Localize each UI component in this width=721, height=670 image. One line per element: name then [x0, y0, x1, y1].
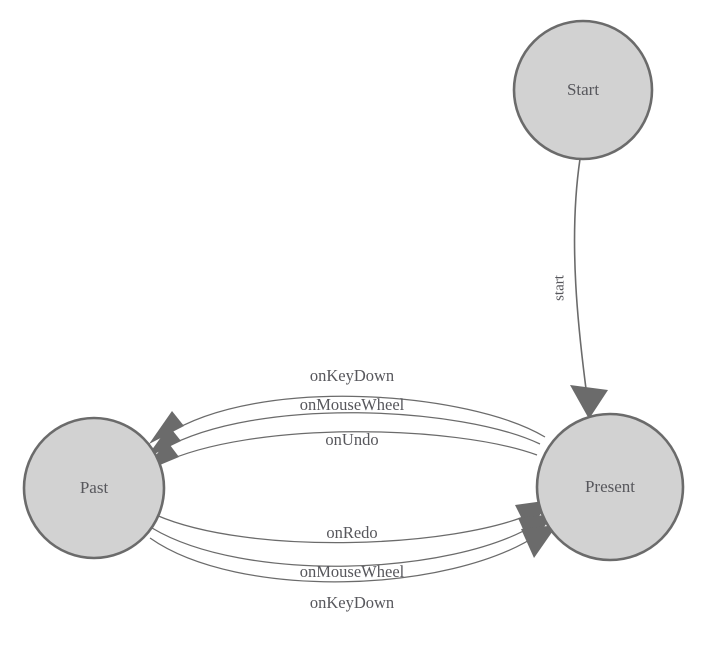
edge-present-to-past-onkeydown[interactable]: [149, 395, 546, 444]
edge-present-to-past-onmousewheel[interactable]: [146, 412, 541, 458]
edge-label-onredo: onRedo: [326, 523, 377, 542]
node-present-label: Present: [585, 477, 635, 496]
edge-past-to-present-onkeydown-path: [149, 533, 540, 583]
edge-present-to-past-onundo-path: [159, 431, 538, 465]
arrowhead-present-lower: [521, 525, 557, 558]
edge-label-onundo: onUndo: [325, 430, 378, 449]
arrowhead-past-upper: [149, 411, 184, 444]
node-past-circle: [22, 416, 166, 560]
edge-label-onkeydown-lower: onKeyDown: [310, 593, 394, 612]
edge-label-onkeydown-upper: onKeyDown: [310, 366, 394, 385]
arrowhead-present-top: [570, 385, 608, 419]
edge-label-onmousewheel-lower: onMouseWheel: [300, 562, 405, 581]
edge-past-to-present-onmousewheel-path: [151, 523, 537, 567]
edge-past-to-present-onkeydown[interactable]: [149, 525, 557, 583]
arrowhead-past-middle: [146, 426, 181, 458]
node-start-label: Start: [567, 80, 599, 99]
edge-start-to-present-path: [573, 158, 589, 405]
node-start-circle: [512, 19, 654, 161]
edge-label-onmousewheel-upper: onMouseWheel: [300, 395, 405, 414]
edge-label-start: start: [551, 274, 567, 301]
node-present-circle: [535, 412, 685, 562]
edge-start-to-present[interactable]: [570, 158, 608, 419]
edge-present-to-past-onmousewheel-path: [162, 412, 541, 450]
node-start[interactable]: Start: [512, 19, 654, 161]
node-present[interactable]: Present: [535, 412, 685, 562]
node-past[interactable]: Past: [22, 416, 166, 560]
edge-past-to-present-onredo-path: [155, 512, 534, 544]
node-past-label: Past: [80, 478, 109, 497]
edge-present-to-past-onkeydown-path: [165, 395, 546, 438]
